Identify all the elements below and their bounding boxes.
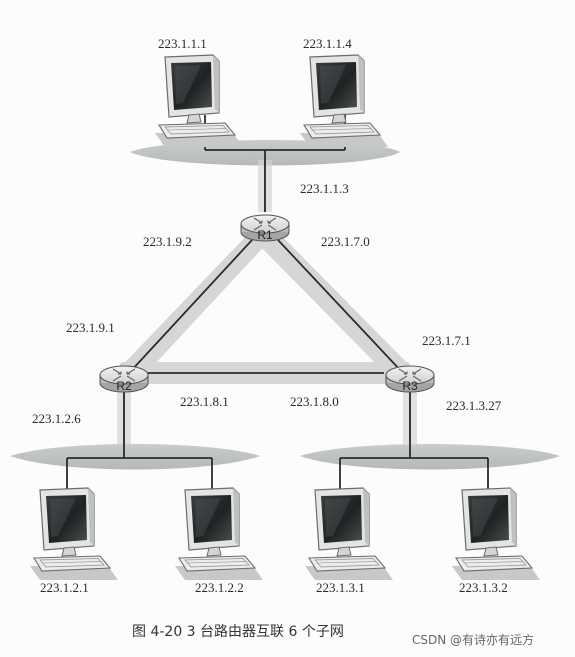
csdn-watermark: CSDN @有诗亦有远方 <box>412 632 534 647</box>
r1-to-r2-interface: 223.1.9.2 <box>143 234 192 249</box>
host-3 <box>29 487 119 581</box>
host-4 <box>174 487 264 581</box>
router-r3: R3 <box>385 365 435 393</box>
link-r1-r3-band <box>252 232 420 380</box>
host-6-address: 223.1.3.2 <box>459 580 508 595</box>
host-5 <box>304 487 394 581</box>
host-3-address: 223.1.2.1 <box>40 580 89 595</box>
host-5-address: 223.1.3.1 <box>316 580 365 595</box>
link-r1-r3-line <box>277 239 403 373</box>
computer-icon <box>299 54 389 148</box>
computer-icon <box>29 487 119 581</box>
r3-to-r2-interface: 223.1.8.0 <box>290 394 339 409</box>
link-r1-r2-line <box>129 239 253 373</box>
router-r2-label: R2 <box>116 379 132 393</box>
lan-bottom-left <box>10 444 260 470</box>
host-4-address: 223.1.2.2 <box>195 580 244 595</box>
r2-to-r1-interface: 223.1.9.1 <box>66 320 115 335</box>
r1-to-r3-interface: 223.1.7.0 <box>321 234 370 249</box>
r1-lan-interface: 223.1.1.3 <box>300 181 349 196</box>
r3-lan-interface: 223.1.3.27 <box>446 398 502 413</box>
figure-caption: 图 4-20 3 台路由器互联 6 个子网 <box>132 624 344 640</box>
lan-bottom-right <box>300 444 560 470</box>
router-r1-label: R1 <box>257 228 273 242</box>
computer-icon <box>451 487 541 581</box>
router-r3-label: R3 <box>402 379 418 393</box>
router-links <box>112 232 420 384</box>
r2-to-r3-interface: 223.1.8.1 <box>180 394 229 409</box>
host-1 <box>154 54 244 148</box>
r2-lan-interface: 223.1.2.6 <box>32 411 81 426</box>
computer-icon <box>174 487 264 581</box>
computer-icon <box>304 487 394 581</box>
computer-icon <box>154 54 244 148</box>
host-1-address: 223.1.1.1 <box>158 36 207 51</box>
host-6 <box>451 487 541 581</box>
lan-areas <box>10 140 560 470</box>
host-2-address: 223.1.1.4 <box>303 36 352 51</box>
router-r1: R1 <box>240 214 290 242</box>
r3-to-r1-interface: 223.1.7.1 <box>422 333 471 348</box>
router-r2: R2 <box>99 365 149 393</box>
host-2 <box>299 54 389 148</box>
